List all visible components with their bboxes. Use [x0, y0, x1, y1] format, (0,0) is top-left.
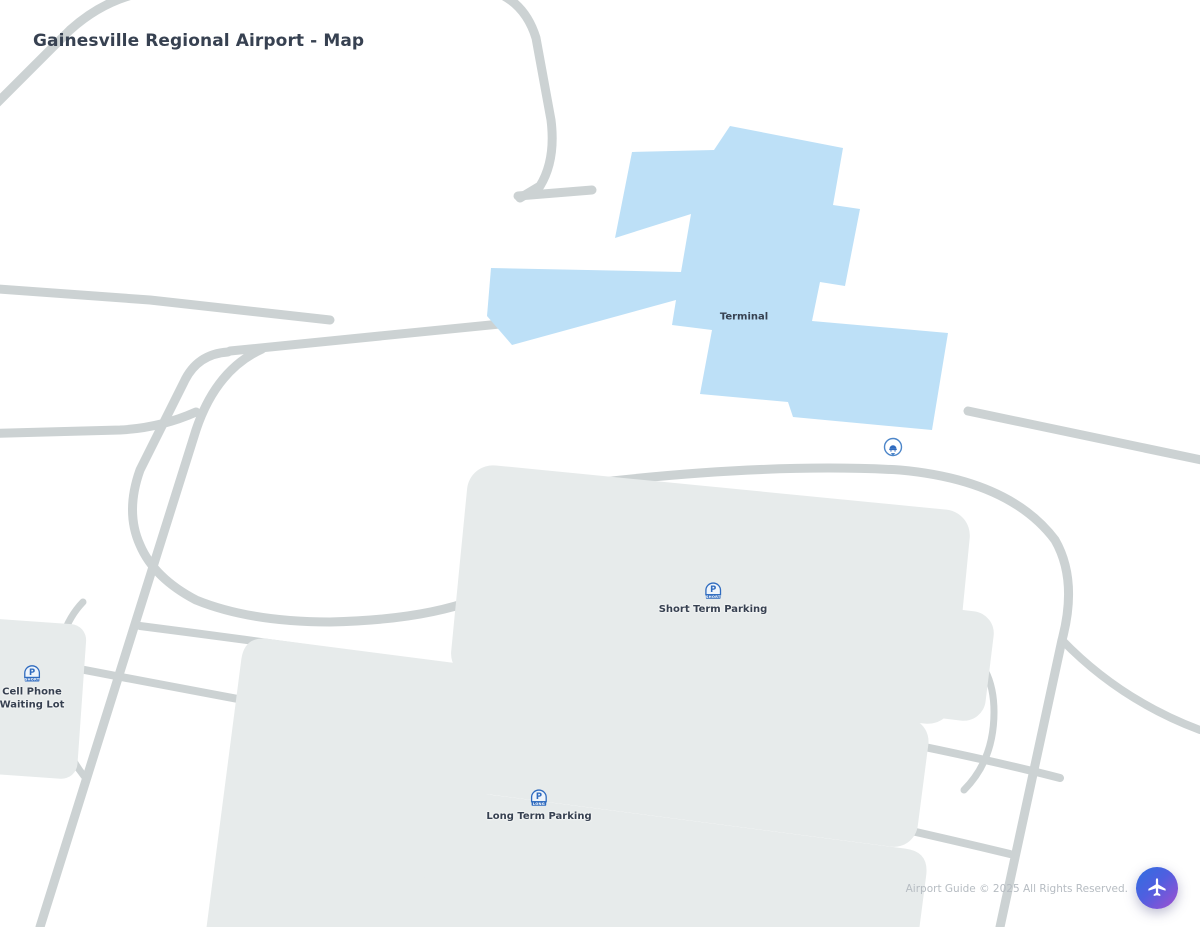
page-title: Gainesville Regional Airport - Map [33, 31, 365, 51]
poi-cell-phone-waiting-lot[interactable]: P SHORT Cell Phone Waiting Lot [0, 663, 64, 712]
parking-short-icon: P SHORT [23, 663, 42, 685]
poi-label-cell-phone-waiting-lot: Cell Phone Waiting Lot [0, 686, 65, 711]
poi-short-term-parking[interactable]: P SHORT Short Term Parking [658, 580, 768, 617]
svg-text:P: P [710, 584, 716, 594]
road-arterial-upper [0, 284, 335, 325]
road-main-diagonal [35, 344, 267, 927]
long-term-parking-lower-pad [412, 870, 618, 927]
terminal-building [487, 126, 948, 430]
parking-badge-text: LONG [533, 802, 545, 806]
road-arterial-middle [0, 407, 201, 438]
road-inner-central-loop [128, 347, 605, 627]
shuttle-stop-marker[interactable] [883, 437, 903, 459]
road-outer-north-loop [0, 0, 557, 203]
svg-text:P: P [536, 791, 542, 801]
east-satellite-lot [876, 603, 994, 721]
road-east-ring [555, 463, 1073, 927]
airport-fab-button[interactable] [1136, 867, 1178, 909]
long-term-parking-upper-pad [451, 663, 929, 847]
footer-copyright: Airport Guide © 2025 All Rights Reserved… [905, 883, 1128, 895]
terminal-polygon [487, 126, 948, 430]
shuttle-pin-icon [883, 437, 903, 459]
cell-phone-waiting-lot-area [0, 616, 87, 779]
airplane-icon [1145, 876, 1169, 900]
parking-short-icon: P SHORT [704, 580, 723, 602]
parking-long-icon: P LONG [530, 787, 549, 809]
poi-label-short-term-parking: Short Term Parking [658, 603, 768, 615]
terminal-label: Terminal [719, 311, 769, 323]
road-far-right-lower [1058, 636, 1200, 734]
parking-polygons [0, 465, 994, 927]
parking-badge-text: SHORT [706, 595, 721, 599]
road-north-arm-east [513, 185, 597, 201]
poi-long-term-parking[interactable]: P LONG Long Term Parking [486, 787, 592, 824]
parking-badge-text: SHORT [25, 678, 40, 682]
svg-text:P: P [29, 667, 35, 677]
long-term-parking-area [201, 638, 927, 927]
poi-label-long-term-parking: Long Term Parking [486, 810, 592, 822]
road-east-stub [963, 406, 1200, 465]
